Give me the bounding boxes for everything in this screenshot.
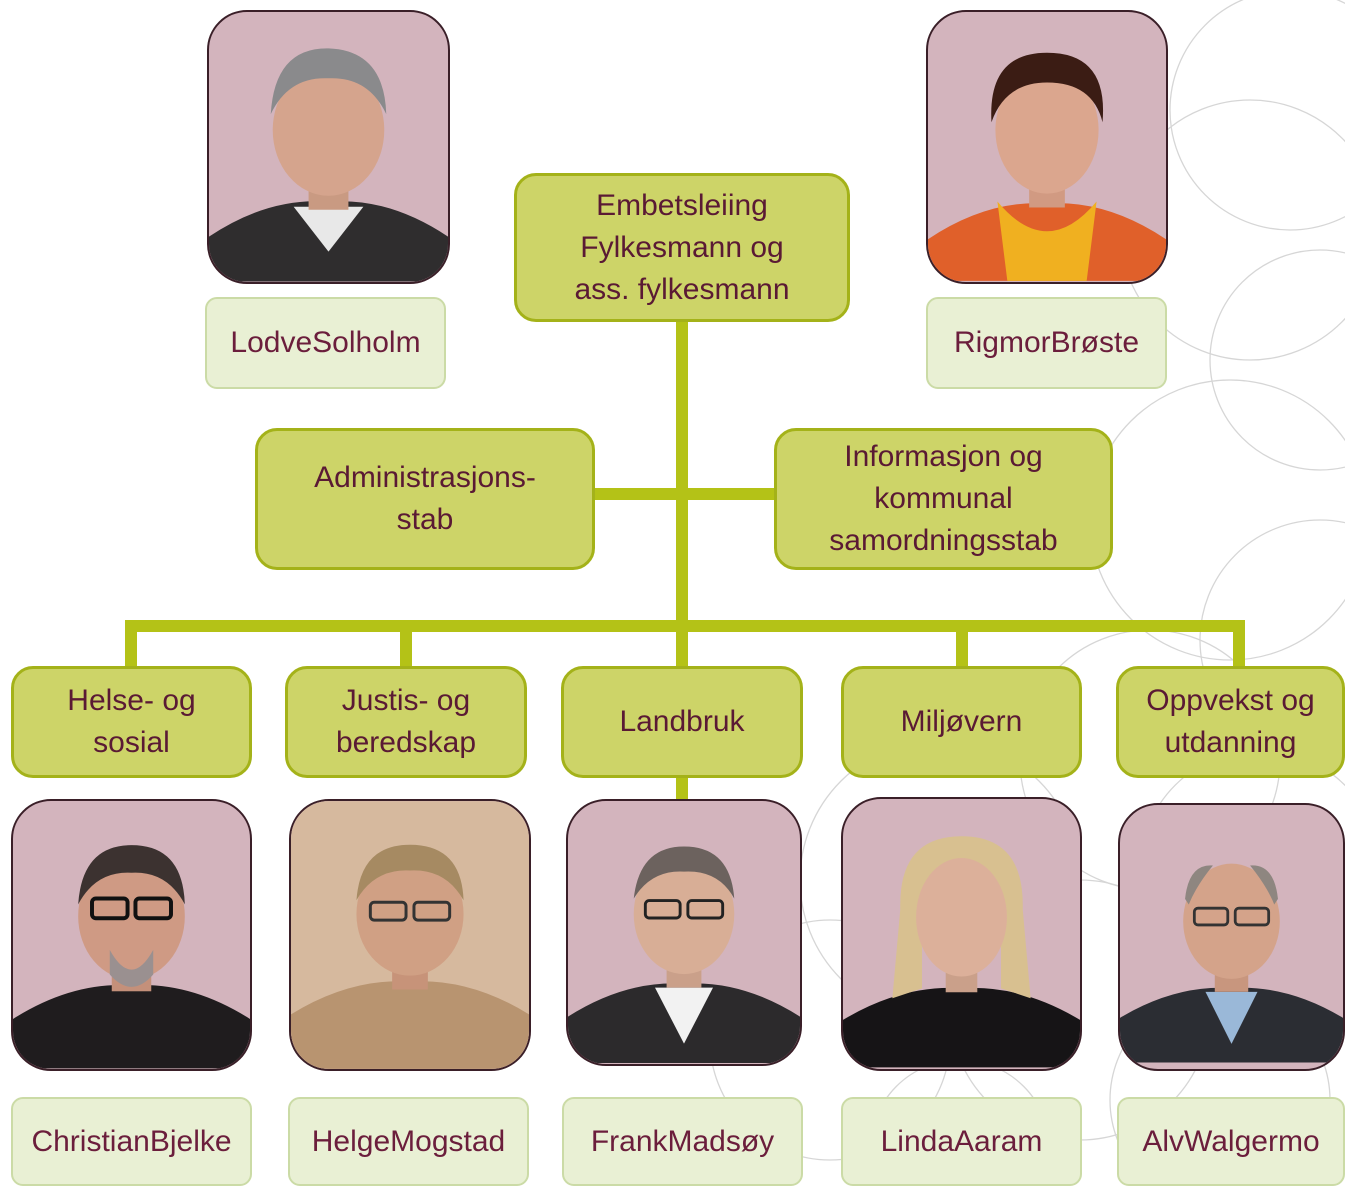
- department-head-name-line: Walgermo: [1184, 1124, 1320, 1158]
- department-label-line: Justis- og: [341, 684, 471, 717]
- staff-label-line: Administrasjons-: [314, 461, 536, 494]
- portrait-icon: [13, 845, 250, 1069]
- department-head-name-line: Bjelke: [149, 1124, 232, 1158]
- portrait-icon: [928, 52, 1166, 281]
- department-head-name-line: Frank: [590, 1124, 668, 1158]
- department-head-photo: [11, 799, 252, 1071]
- department-head-name-line: Alv: [1142, 1124, 1185, 1158]
- top-management-title-line: ass. fylkesmann: [574, 272, 790, 306]
- department-label-line: Miljøvern: [900, 705, 1023, 738]
- department-label-line: Landbruk: [619, 705, 745, 738]
- department-head-name-line: Madsøy: [667, 1124, 775, 1158]
- department-head-name-box: FrankMadsøy: [562, 1097, 803, 1186]
- staff-label-line: kommunal: [874, 482, 1013, 515]
- department-label-line: Helse- og: [67, 684, 196, 717]
- leader-name-line: Brøste: [1050, 326, 1140, 359]
- leader-photo-solholm: [207, 10, 450, 284]
- department-head-name-box: LindaAaram: [841, 1097, 1082, 1186]
- department-head-name-box: ChristianBjelke: [11, 1097, 252, 1186]
- department-label-line: sosial: [93, 726, 170, 759]
- department-label-line: utdanning: [1164, 726, 1297, 759]
- portrait-icon: [291, 801, 529, 1069]
- department-head-photo: [1118, 803, 1345, 1071]
- portrait-icon: [843, 836, 1080, 1068]
- department-label-line: Oppvekst og: [1146, 684, 1315, 717]
- department-head-name-line: Mogstad: [390, 1124, 506, 1158]
- portrait-icon: [209, 48, 448, 282]
- leader-name-box: LodveSolholm: [205, 297, 446, 389]
- department-box: Miljøvern: [841, 666, 1082, 778]
- department-box: Landbruk: [561, 666, 803, 778]
- staff-label-line: samordningsstab: [829, 524, 1058, 557]
- leader-name-line: Lodve: [230, 326, 313, 359]
- department-head-name-box: AlvWalgermo: [1117, 1097, 1345, 1186]
- leader-photo-broste: [926, 10, 1168, 284]
- leader-name: LodveSolholm: [230, 322, 420, 364]
- department-head-name-line: Christian: [31, 1124, 150, 1158]
- department-label-line: beredskap: [335, 726, 477, 759]
- department-head-name-line: Helge: [311, 1124, 391, 1158]
- staff-label-line: Informasjon og: [844, 440, 1043, 473]
- leader-name-box: RigmorBrøste: [926, 297, 1167, 389]
- top-management-title-line: Fylkesmann og: [580, 230, 784, 264]
- department-box: Helse- og sosial: [11, 666, 252, 778]
- leader-name: RigmorBrøste: [954, 322, 1139, 364]
- department-box: Justis- og beredskap: [285, 666, 527, 778]
- top-management-title-line: Embetsleiing: [596, 188, 768, 222]
- department-head-photo: [841, 797, 1082, 1071]
- staff-box-administration: Administrasjons-stab: [255, 428, 595, 570]
- portrait-icon: [568, 846, 800, 1063]
- department-head-name-box: HelgeMogstad: [288, 1097, 529, 1186]
- department-head-photo: [566, 799, 802, 1066]
- portrait-icon: [1120, 863, 1343, 1063]
- leader-name-line: Rigmor: [953, 326, 1051, 359]
- staff-label-line: stab: [396, 503, 454, 536]
- staff-box-information: Informasjon og kommunal samordningsstab: [774, 428, 1113, 570]
- department-box: Oppvekst og utdanning: [1116, 666, 1345, 778]
- department-head-name-line: Linda: [880, 1124, 955, 1158]
- department-head-name-line: Aaram: [954, 1124, 1043, 1158]
- leader-name-line: Solholm: [312, 326, 421, 359]
- department-head-photo: [289, 799, 531, 1071]
